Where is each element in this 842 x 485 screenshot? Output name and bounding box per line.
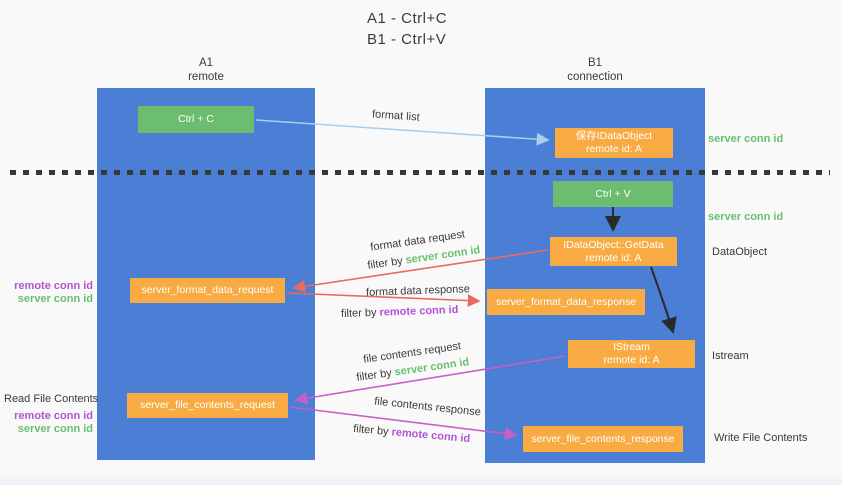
istream-side-label: Istream [712,350,749,362]
server-file-contents-response-box: server_file_contents_response [523,426,683,452]
column-b-header: B1 connection [485,56,705,84]
write-file-contents-label: Write File Contents [714,432,808,444]
server-format-data-request-label: server_format_data_request [141,284,274,296]
format-list-label: format list [371,108,421,124]
format-data-response-label: format data response [365,283,471,299]
ctrl-c-box: Ctrl + C [138,106,254,133]
istream-line2: remote id: A [603,354,660,366]
file-request-conn-ids: remote conn id server conn id [0,410,93,436]
read-file-contents-label: Read File Contents [4,393,99,405]
remote-conn-id-left: remote conn id [14,280,93,292]
remote-conn-id-text: remote conn id [391,426,471,446]
server-conn-id-left: server conn id [17,423,93,435]
ctrl-v-box: Ctrl + V [553,181,673,207]
column-a-id: A1 [198,57,214,69]
remote-conn-id-text: remote conn id [379,303,459,319]
remote-conn-id-left: remote conn id [14,410,93,422]
filter-by-text: filter by [340,306,380,321]
istream-box: IStream remote id: A [568,340,695,368]
dataobject-label: DataObject [712,246,768,258]
column-b-role: connection [567,71,623,83]
format-data-response-filter-label: filter by remote conn id [341,304,459,320]
column-b-id: B1 [587,57,603,69]
server-conn-id-right-mid: server conn id [708,211,784,223]
diagram-title: A1 - Ctrl+C B1 - Ctrl+V [367,8,447,50]
filter-by-text: filter by [355,366,396,384]
istream-line1: IStream [613,341,650,353]
getdata-line2: remote id: A [585,251,642,264]
server-file-contents-request-box: server_file_contents_request [127,393,288,418]
title-line-1: A1 - Ctrl+C [367,10,448,27]
title-line-2: B1 - Ctrl+V [367,31,447,48]
server-format-data-request-box: server_format_data_request [130,278,285,303]
bottom-fade [0,473,842,485]
server-file-contents-request-label: server_file_contents_request [140,399,275,411]
file-contents-response-filter-label: filter by remote conn id [353,423,471,445]
server-conn-id-text: server conn id [404,244,482,267]
session-divider-line [10,170,830,175]
server-file-contents-response-label: server_file_contents_response [531,432,675,445]
ctrl-v-label: Ctrl + V [595,187,631,200]
server-conn-id-right-top: server conn id [708,133,784,145]
column-a-role: remote [188,71,224,83]
file-contents-response-label: file contents response [373,395,482,419]
server-format-data-response-label: server_format_data_response [495,295,637,308]
ctrl-c-label: Ctrl + C [178,113,214,125]
server-format-data-response-box: server_format_data_response [487,289,645,315]
save-dataobject-box: 保存IDataObject remote id: A [555,128,673,158]
getdata-line1: IDataObject::GetData [563,238,664,251]
filter-by-text: filter by [366,254,407,272]
column-a-header: A1 remote [97,56,315,84]
getdata-box: IDataObject::GetData remote id: A [550,237,677,266]
save-dataobject-line1: 保存IDataObject [575,130,653,142]
format-request-conn-ids: remote conn id server conn id [0,280,93,306]
server-conn-id-left: server conn id [17,293,93,305]
filter-by-text: filter by [352,422,393,439]
save-dataobject-line2: remote id: A [585,143,643,155]
